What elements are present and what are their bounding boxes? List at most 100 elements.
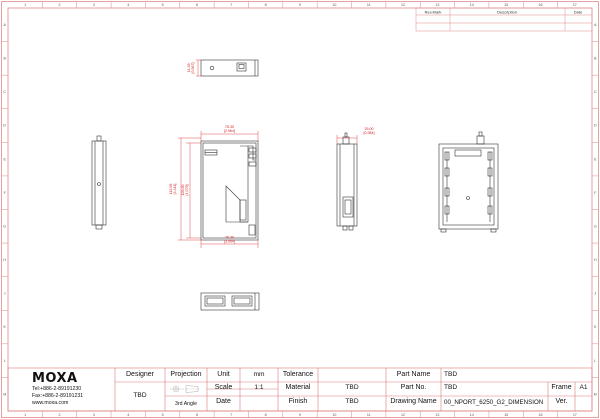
zone-row-label: C bbox=[3, 90, 6, 94]
zone-row-label: G bbox=[3, 224, 6, 228]
zone-row-label: L bbox=[594, 359, 596, 363]
company-web: www.moxa.com bbox=[32, 400, 69, 406]
moxa-logo: MOXA bbox=[32, 371, 78, 386]
zone-column-label: 4 bbox=[127, 3, 129, 7]
frame-label: Frame bbox=[551, 384, 572, 391]
rear-view bbox=[438, 131, 499, 233]
zone-column-label: 11 bbox=[367, 3, 371, 7]
side-width-dim-mm: 25.00 bbox=[365, 127, 374, 131]
front-bottom-dim-in: [3.004] bbox=[224, 240, 235, 244]
zone-column-label: 3 bbox=[93, 3, 95, 7]
zone-row-label: H bbox=[594, 258, 597, 262]
zone-row-label: E bbox=[3, 157, 6, 161]
zone-column-label: 15 bbox=[504, 413, 508, 417]
zone-column-label: 6 bbox=[196, 3, 198, 7]
drawing-name-label: Drawing Name bbox=[390, 398, 437, 405]
zone-row-label: B bbox=[3, 57, 6, 61]
tolerance-label: Tolerance bbox=[282, 371, 314, 378]
right-side-view bbox=[336, 132, 358, 231]
ver-label: Ver. bbox=[555, 398, 568, 405]
zone-column-label: 8 bbox=[265, 3, 267, 7]
material-value: TBD bbox=[345, 384, 359, 391]
zone-row-label: H bbox=[3, 258, 6, 262]
top-view-dim-mm: 14.39 bbox=[187, 64, 191, 73]
front-body-height-mm: 103.60 bbox=[181, 185, 185, 196]
zone-column-label: 13 bbox=[435, 3, 439, 7]
finish-value: TBD bbox=[345, 398, 359, 405]
frame-value: A1 bbox=[579, 384, 588, 391]
zone-column-label: 14 bbox=[470, 3, 474, 7]
top-view bbox=[200, 59, 259, 77]
zone-row-label: C bbox=[594, 90, 597, 94]
zone-column-label: 1 bbox=[24, 413, 26, 417]
right-side-dimension bbox=[336, 135, 358, 144]
rev-mark-header: Rev.Mark bbox=[425, 10, 442, 15]
unit-value: mm bbox=[253, 371, 265, 378]
front-width-dim-mm: 75.30 bbox=[225, 125, 234, 129]
zone-column-label: 5 bbox=[162, 3, 164, 7]
left-side-view bbox=[91, 135, 107, 230]
zone-row-label: E bbox=[594, 157, 597, 161]
top-view-dim-in: [0.567] bbox=[191, 63, 195, 74]
company-fax: Fax:+886-2-89191231 bbox=[32, 393, 84, 399]
part-name-value: TBD bbox=[444, 371, 458, 378]
finish-label: Finish bbox=[288, 398, 308, 405]
zone-column-label: 11 bbox=[367, 413, 371, 417]
designer-value: TBD bbox=[133, 392, 147, 399]
zone-column-label: 17 bbox=[573, 3, 577, 7]
front-view bbox=[200, 140, 259, 241]
front-width-dim-in: [2.964] bbox=[224, 129, 235, 133]
zone-column-label: 17 bbox=[573, 413, 577, 417]
zone-column-label: 8 bbox=[265, 413, 267, 417]
zone-column-label: 9 bbox=[299, 413, 301, 417]
projection-symbol bbox=[170, 385, 200, 393]
title-block-grid bbox=[7, 367, 593, 412]
front-overall-height-mm: 112.05 bbox=[169, 184, 173, 195]
zone-column-label: 12 bbox=[401, 413, 405, 417]
rev-description-header: Description bbox=[497, 10, 517, 15]
zone-row-label: F bbox=[4, 191, 7, 195]
zone-column-label: 6 bbox=[196, 413, 198, 417]
scale-label: Scale bbox=[214, 384, 233, 391]
zone-column-label: 3 bbox=[93, 413, 95, 417]
zone-column-label: 14 bbox=[470, 413, 474, 417]
zone-row-label: J bbox=[594, 292, 596, 296]
revision-table bbox=[415, 7, 593, 32]
zone-column-label: 10 bbox=[332, 3, 336, 7]
part-no-value: TBD bbox=[444, 384, 458, 391]
zone-row-label: M bbox=[3, 392, 6, 396]
zone-column-label: 16 bbox=[538, 3, 542, 7]
zone-row-label: J bbox=[4, 292, 6, 296]
zone-column-label: 12 bbox=[401, 3, 405, 7]
date-label: Date bbox=[216, 398, 231, 405]
zone-row-label: A bbox=[594, 23, 597, 27]
zone-row-label: K bbox=[3, 325, 6, 329]
zone-column-label: 15 bbox=[504, 3, 508, 7]
zone-column-label: 16 bbox=[538, 413, 542, 417]
zone-row-label: D bbox=[594, 124, 597, 128]
part-name-label: Part Name bbox=[396, 371, 431, 378]
zone-column-label: 10 bbox=[332, 413, 336, 417]
top-view-dimension bbox=[196, 59, 201, 77]
front-overall-height-in: [4.411] bbox=[173, 184, 177, 195]
zone-column-label: 9 bbox=[299, 3, 301, 7]
material-label: Material bbox=[285, 384, 311, 391]
zone-column-label: 2 bbox=[59, 3, 61, 7]
zone-row-label: A bbox=[3, 23, 6, 27]
part-no-label: Part No. bbox=[400, 384, 427, 391]
zone-column-label: 7 bbox=[230, 413, 232, 417]
zone-column-label: 2 bbox=[59, 413, 61, 417]
bottom-view bbox=[200, 292, 260, 311]
front-view-dimensions bbox=[178, 131, 259, 248]
zone-row-label: D bbox=[3, 124, 6, 128]
zone-row-label: F bbox=[594, 191, 597, 195]
inner-border bbox=[7, 7, 593, 412]
zone-column-label: 5 bbox=[162, 413, 164, 417]
front-bottom-dim-mm: 76.30 bbox=[225, 236, 234, 240]
zone-column-label: 1 bbox=[24, 3, 26, 7]
zone-row-label: M bbox=[594, 392, 597, 396]
scale-value: 1:1 bbox=[254, 384, 264, 391]
company-tel: Tel:+886-2-89191230 bbox=[32, 386, 82, 392]
projection-label: Projection bbox=[170, 371, 202, 378]
